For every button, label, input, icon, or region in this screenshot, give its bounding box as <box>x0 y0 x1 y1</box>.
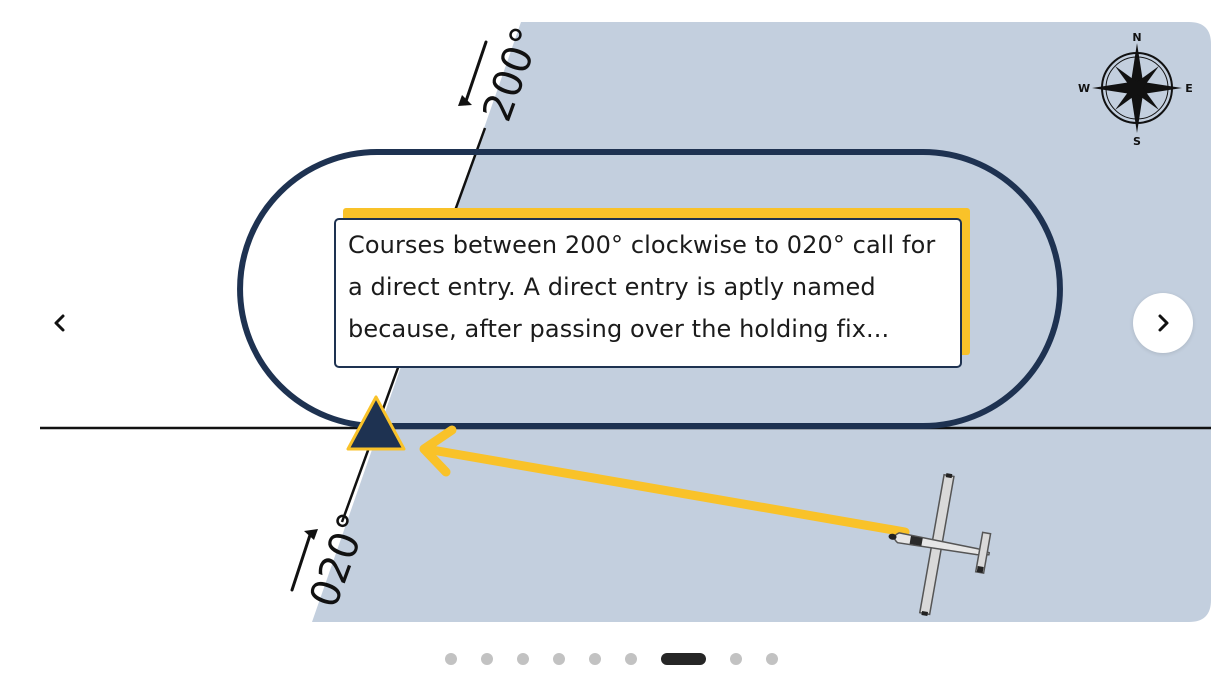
arrow-020-icon <box>290 529 318 592</box>
callout-text: Courses between 200° clockwise to 020° c… <box>348 231 936 343</box>
callout-box: Courses between 200° clockwise to 020° c… <box>334 218 962 368</box>
holding-racetrack <box>237 149 1063 429</box>
pagination-dot[interactable] <box>625 653 637 665</box>
carousel-pagination <box>0 652 1223 666</box>
previous-slide-button[interactable] <box>34 297 86 349</box>
pagination-dot-active[interactable] <box>661 653 706 665</box>
compass-south: S <box>1133 135 1141 148</box>
compass-east: E <box>1185 82 1193 95</box>
compass-north: N <box>1132 31 1141 44</box>
pagination-dot[interactable] <box>553 653 565 665</box>
pagination-dot[interactable] <box>766 653 778 665</box>
entry-arrow-head <box>419 425 457 477</box>
airplane-icon <box>888 473 992 616</box>
pagination-dot[interactable] <box>517 653 529 665</box>
triangle-fix-icon <box>346 395 406 451</box>
compass-rose-icon: N S E W <box>1078 31 1193 148</box>
arrow-200-icon <box>458 40 488 106</box>
chevron-left-icon <box>54 314 65 332</box>
pagination-dot[interactable] <box>481 653 493 665</box>
chevron-right-icon <box>1158 314 1169 332</box>
pagination-dot[interactable] <box>589 653 601 665</box>
pagination-dot[interactable] <box>730 653 742 665</box>
entry-arrow-shaft <box>427 445 910 537</box>
compass-west: W <box>1078 82 1090 95</box>
pagination-dot[interactable] <box>445 653 457 665</box>
next-slide-button[interactable] <box>1133 293 1193 353</box>
